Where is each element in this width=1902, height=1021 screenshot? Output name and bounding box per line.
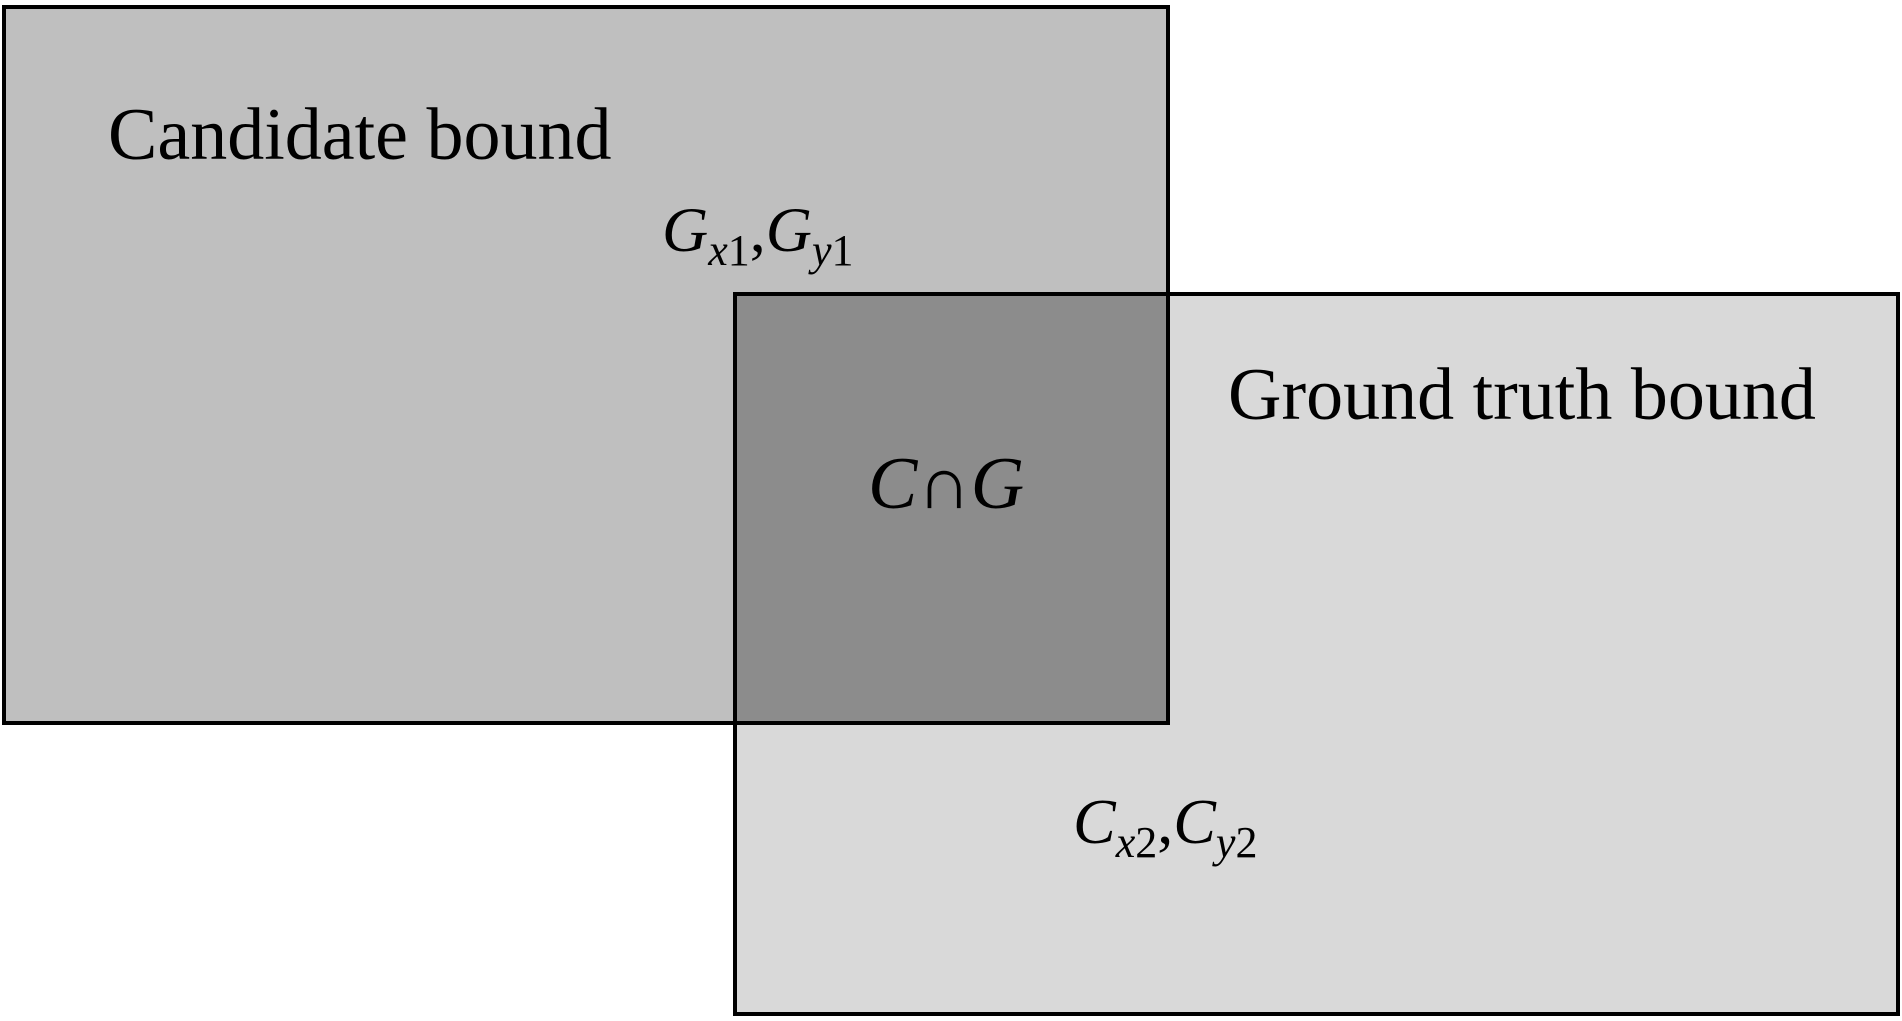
g-coord-subscript-2: y1 [812, 226, 854, 275]
candidate-bound-label: Candidate bound [108, 94, 612, 176]
c-coord-sub-var-2: y [1215, 818, 1236, 867]
c-coord-sub-var-1: x [1115, 818, 1136, 867]
intersection-label: C∩G [868, 443, 1025, 525]
c-coord-subscript-1: x2 [1116, 818, 1158, 867]
g-coord-separator: , [749, 194, 766, 265]
g-coord-sub-var-1: x [708, 226, 728, 275]
c-coord-separator: , [1157, 786, 1174, 857]
c-coord-subscript-2: y2 [1216, 818, 1258, 867]
g-coord-subscript-1: x1 [708, 226, 750, 275]
g-coord-symbol-1: G [662, 194, 709, 265]
g-coord-symbol-2: G [765, 194, 812, 265]
g-coord-sub-num-2: 1 [831, 226, 854, 275]
ground-truth-bound-label: Ground truth bound [1228, 354, 1816, 436]
c-coord-symbol-2: C [1173, 786, 1216, 857]
intersection-region [733, 292, 1170, 725]
ground-truth-top-left-coordinate-label: Gx1,Gy1 [662, 198, 854, 273]
c-coord-sub-num-1: 2 [1135, 818, 1158, 867]
g-coord-sub-num-1: 1 [727, 226, 750, 275]
c-coord-symbol-1: C [1073, 786, 1116, 857]
c-coord-sub-num-2: 2 [1235, 818, 1258, 867]
candidate-bottom-right-coordinate-label: Cx2,Cy2 [1073, 790, 1257, 865]
g-coord-sub-var-2: y [811, 226, 832, 275]
